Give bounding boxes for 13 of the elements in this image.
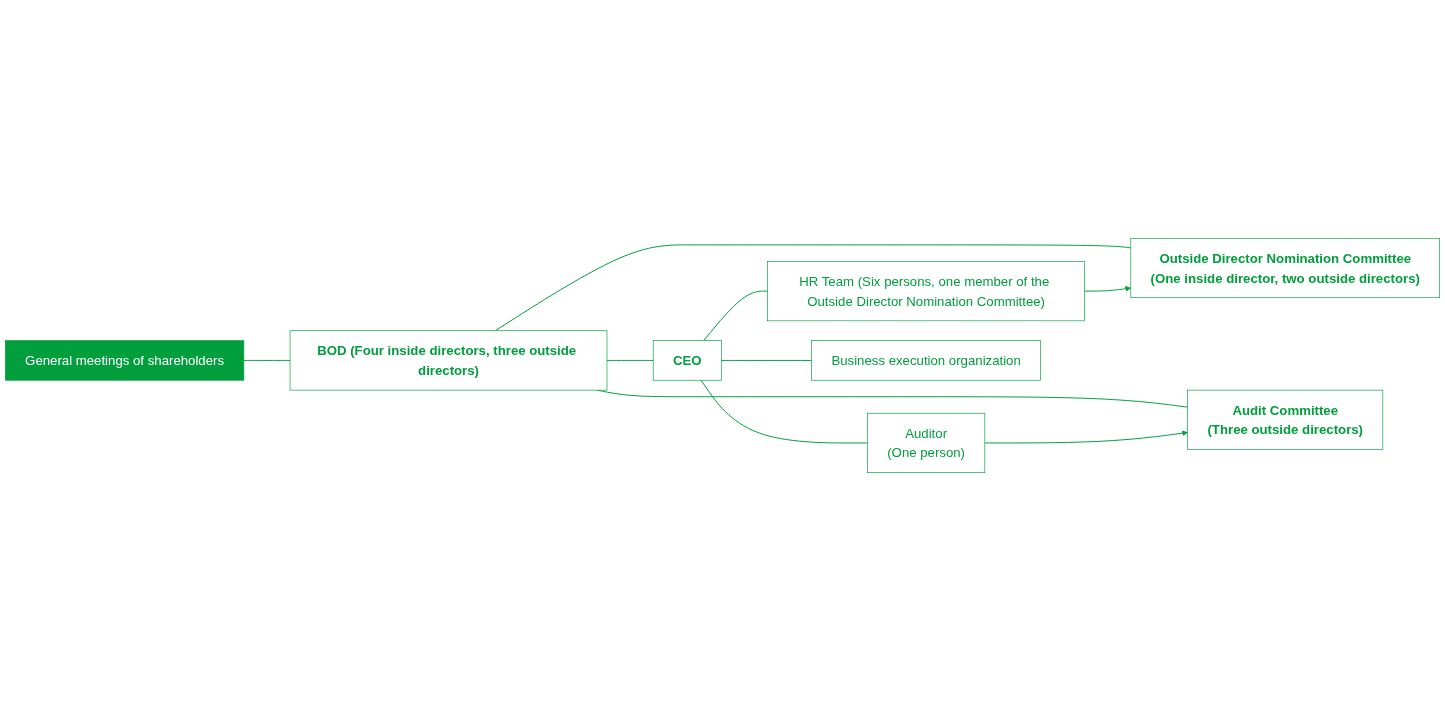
- node-box: Auditor (One person): [867, 412, 986, 473]
- connector: [606, 359, 654, 361]
- node-box: Audit Committee (Three outside directors): [1187, 389, 1384, 450]
- node-box: BOD (Four inside directors, three outside directors): [289, 329, 608, 390]
- node-box: HR Team (Six persons, one member of the Outside Director Nomination Committee): [767, 260, 1085, 321]
- node-box: General meetings of shareholders: [4, 339, 245, 381]
- connector: [243, 359, 291, 361]
- node-box: Outside Director Nomination Committee (One inside director, two outside directors): [1130, 237, 1440, 298]
- connector: [720, 359, 813, 361]
- connector: [700, 379, 868, 443]
- connector: [703, 290, 769, 341]
- node-box: Business execution organization: [811, 339, 1041, 381]
- node-box: CEO: [652, 339, 722, 381]
